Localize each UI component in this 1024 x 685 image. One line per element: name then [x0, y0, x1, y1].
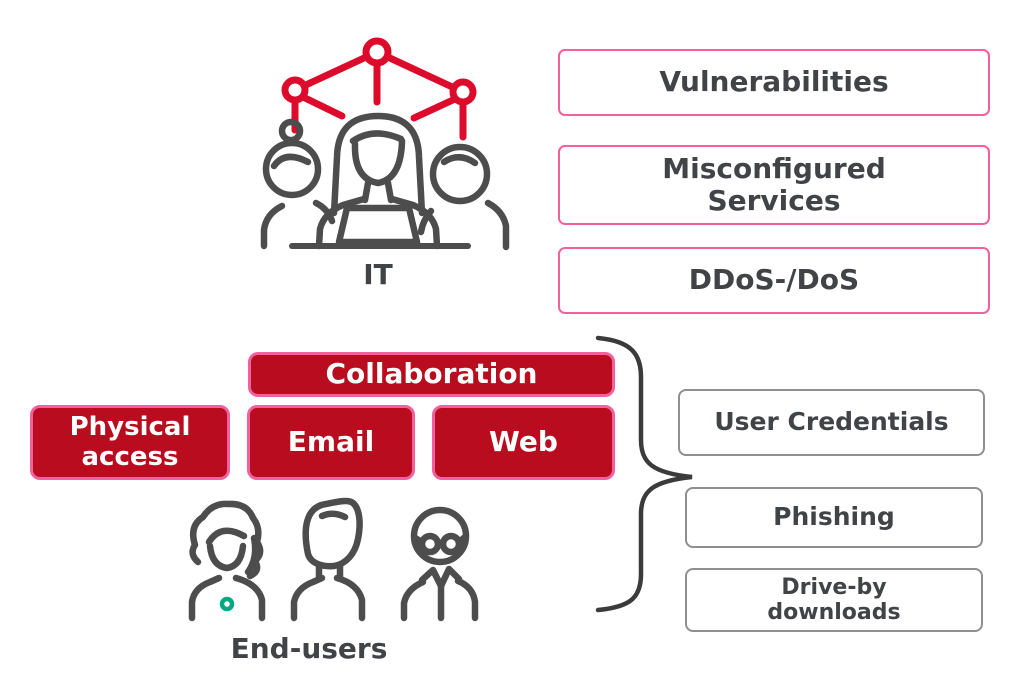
it-label: IT — [363, 258, 393, 291]
end-user-woman-icon — [188, 500, 266, 622]
box-email: Email — [247, 405, 415, 480]
it-team-icon — [260, 37, 510, 251]
curly-brace — [595, 335, 693, 613]
box-physical-access: Physical access — [30, 405, 230, 480]
box-phishing: Phishing — [685, 487, 983, 548]
it-people-icon — [260, 112, 510, 251]
end-users-label: End-users — [230, 632, 388, 665]
teal-dot-icon — [219, 596, 235, 612]
box-ddos-dos: DDoS-/DoS — [558, 247, 990, 314]
network-nodes-icon — [281, 37, 477, 141]
box-drive-by-downloads: Drive-by downloads — [685, 568, 983, 632]
box-user-credentials: User Credentials — [678, 389, 985, 456]
end-user-glasses-man-icon — [400, 506, 479, 622]
box-misconfigured-services: Misconfigured Services — [558, 145, 990, 225]
box-collaboration: Collaboration — [248, 352, 615, 397]
box-vulnerabilities: Vulnerabilities — [558, 49, 990, 116]
box-web: Web — [432, 405, 615, 480]
end-user-man-icon — [290, 497, 366, 622]
